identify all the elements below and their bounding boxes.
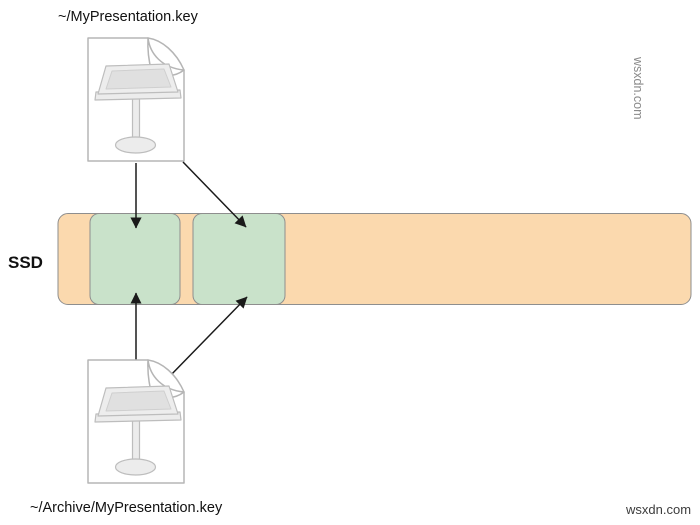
top-file-path-label: ~/MyPresentation.key bbox=[58, 9, 199, 25]
watermark-bottom-text: wsxdn.com bbox=[625, 502, 691, 517]
keynote-file-icon-top bbox=[87, 37, 185, 162]
bottom-file-path-label: ~/Archive/MyPresentation.key bbox=[30, 500, 223, 516]
arrow-bottomfile-to-block2 bbox=[167, 296, 248, 379]
ssd-block-1 bbox=[89, 213, 181, 305]
keynote-file-icon-bottom bbox=[87, 359, 185, 484]
watermark-side-text: wsxdn.com bbox=[631, 56, 645, 120]
ssd-block-2 bbox=[192, 213, 286, 305]
arrow-topfile-to-block2 bbox=[182, 161, 247, 228]
ssd-label: SSD bbox=[8, 253, 43, 272]
